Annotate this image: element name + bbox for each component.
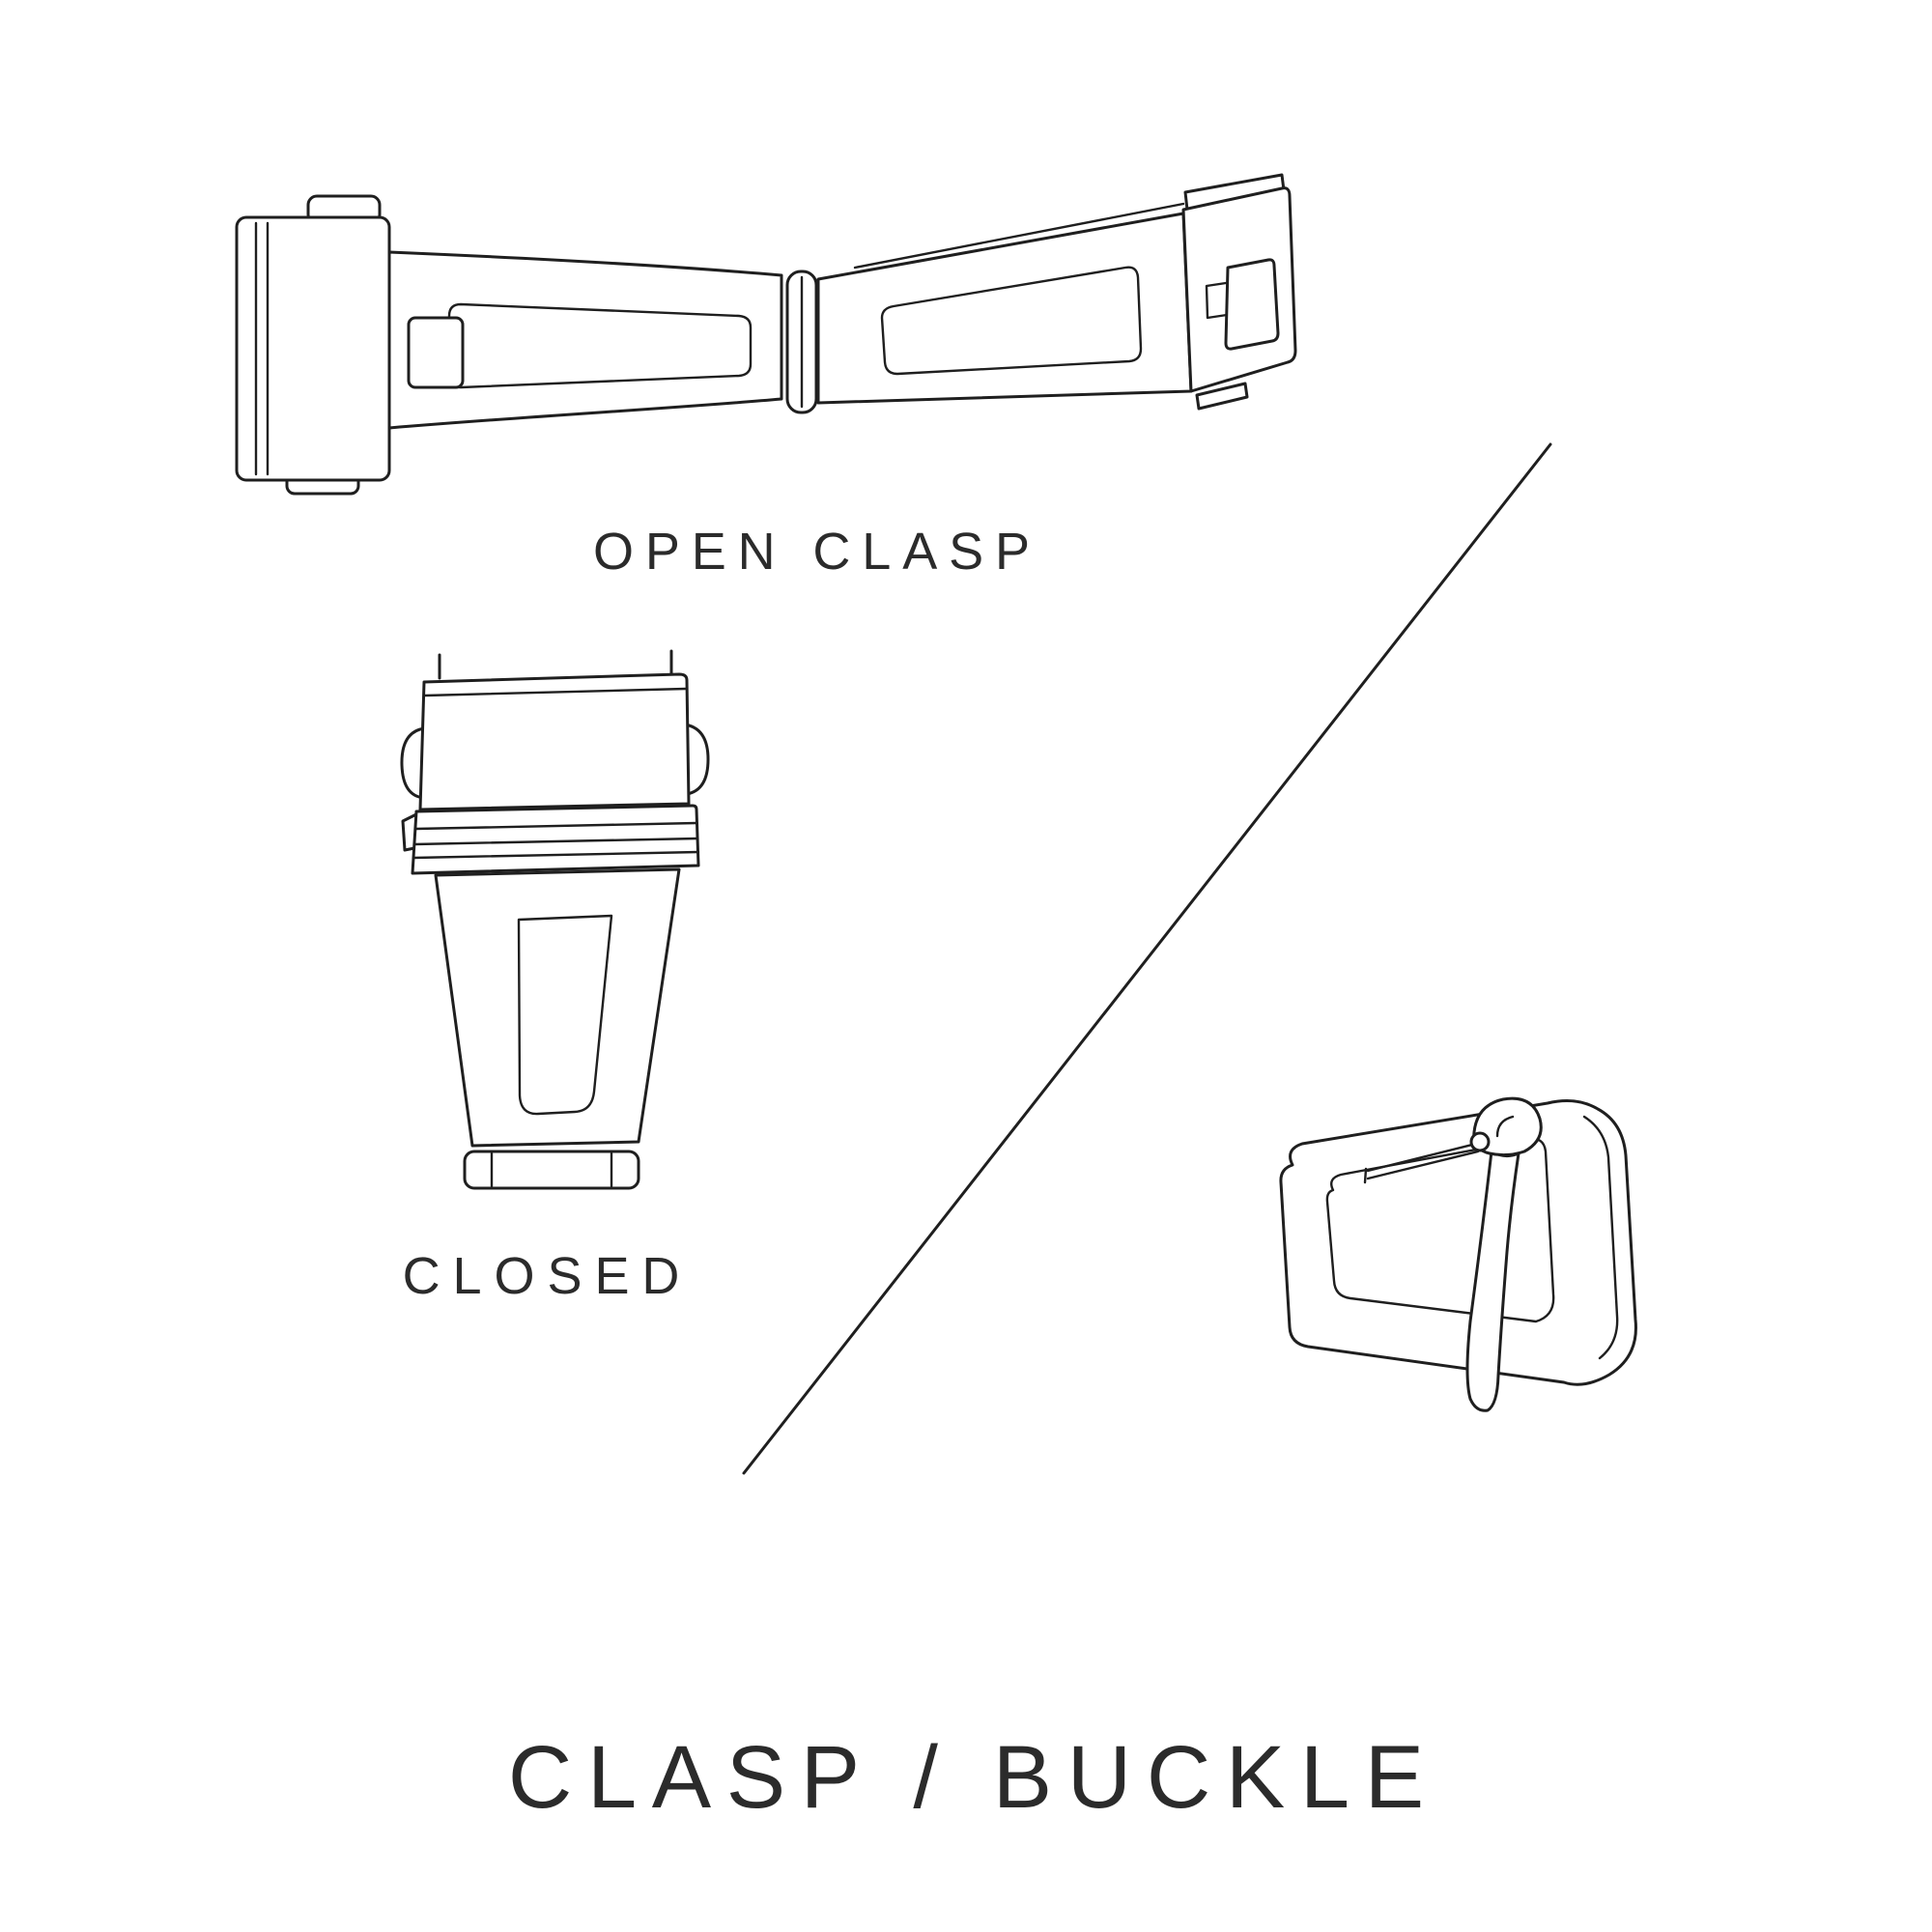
- closed-clasp-left-ear: [400, 726, 426, 800]
- open-clasp-label: OPEN CLASP: [592, 523, 1041, 581]
- page-title: CLASP / BUCKLE: [507, 1728, 1439, 1827]
- buckle-frame: [1279, 1099, 1637, 1386]
- buckle-icon: [1279, 1096, 1637, 1412]
- clasp-right-blade-top-edge: [853, 202, 1185, 270]
- clasp-left-blade-inner-outline: [447, 302, 753, 389]
- clasp-right-blade-inner-outline: [880, 266, 1143, 376]
- clasp-right-blade: [816, 212, 1193, 405]
- closed-clasp-top-box-line: [423, 687, 688, 697]
- closed-clasp-bottom-bar: [463, 1150, 640, 1190]
- clasp-left-cover-edge-lines: [254, 221, 270, 476]
- buckle-illustration: [1244, 1090, 1650, 1418]
- open-clasp-icon: [235, 173, 1297, 496]
- clasp-left-blade: [387, 250, 783, 430]
- closed-clasp-illustration: [391, 645, 720, 1206]
- buckle-pin: [1363, 1142, 1480, 1184]
- clasp-release-notch: [407, 316, 465, 389]
- clasp-left-cover: [235, 215, 391, 482]
- buckle-inner-window: [1325, 1138, 1555, 1323]
- closed-clasp-right-ear: [683, 723, 710, 796]
- buckle-tongue-loop-inner: [1495, 1115, 1515, 1138]
- clasp-right-hook-detail: [1205, 281, 1229, 320]
- clasp-right-bottom-strip: [1195, 382, 1249, 411]
- closed-clasp-top-box: [418, 672, 691, 811]
- diagonal-divider: [742, 442, 1552, 1475]
- buckle-pivot-ring: [1469, 1131, 1491, 1152]
- divider-line-icon: [742, 442, 1552, 1475]
- closed-clasp-prongs: [438, 649, 673, 680]
- clasp-right-cutout: [1224, 258, 1280, 351]
- buckle-tongue: [1465, 1150, 1520, 1412]
- buckle-right-bar-contour: [1582, 1115, 1619, 1360]
- closed-clasp-label: CLOSED: [402, 1247, 693, 1305]
- closed-clasp-body: [434, 867, 681, 1148]
- closed-clasp-band-lines: [412, 821, 700, 860]
- closed-clasp-icon: [400, 649, 710, 1190]
- closed-clasp-body-inner-outline: [517, 914, 613, 1116]
- closed-clasp-bottom-bar-ticks: [490, 1151, 613, 1188]
- divider-line: [729, 435, 1560, 1483]
- open-clasp-illustration: [217, 159, 1299, 497]
